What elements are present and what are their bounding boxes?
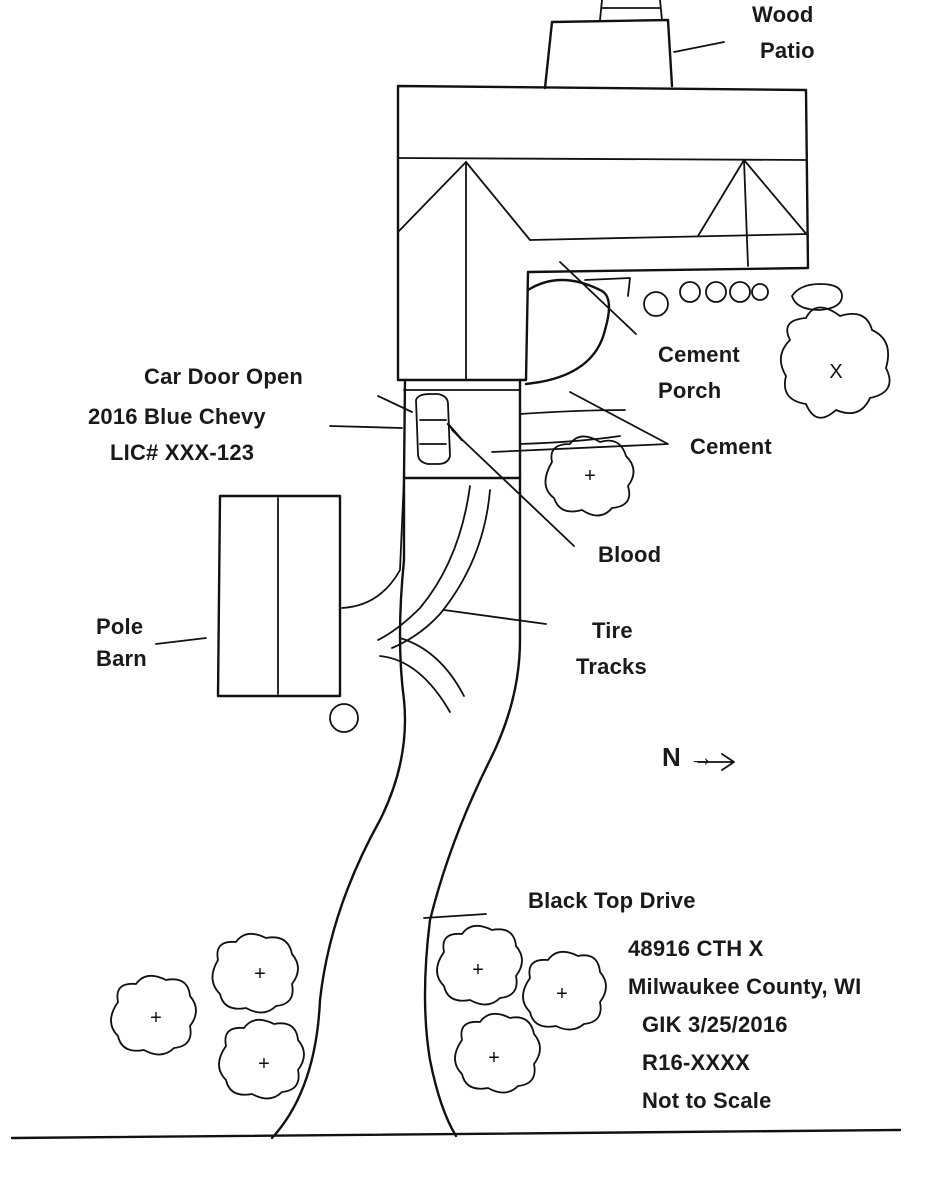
pole-barn-label-line2: Barn	[96, 646, 147, 671]
cement-label: Cement	[690, 434, 772, 459]
driveway	[270, 476, 522, 1140]
trees	[110, 306, 891, 1100]
tire-tracks-label-line1: Tire	[592, 618, 633, 643]
license-label: LIC# XXX-123	[110, 440, 255, 465]
pole-barn	[216, 477, 405, 698]
car-door-open-label: Car Door Open	[144, 364, 304, 389]
wood-patio	[543, 0, 725, 90]
bushes	[329, 281, 843, 733]
blood-label: Blood	[598, 542, 662, 567]
pole-barn-label-line1: Pole	[96, 614, 144, 639]
initials-date-text: GIK 3/25/2016	[642, 1012, 788, 1037]
cement-porch-label-line1: Cement	[658, 342, 740, 367]
ground-line	[10, 1128, 902, 1140]
shrub-mark: X	[829, 361, 842, 383]
leader-lines	[155, 391, 735, 919]
garage	[402, 378, 522, 480]
tree-mark: +	[556, 983, 568, 1005]
tree-mark: +	[584, 465, 596, 487]
wood-patio-label-line2: Patio	[760, 38, 815, 63]
cement-porch-label-line2: Porch	[658, 378, 722, 403]
address-text: 48916 CTH X	[628, 936, 764, 961]
tree-mark: +	[150, 1007, 162, 1029]
tree-mark: +	[254, 963, 266, 985]
wood-patio-label-line1: Wood	[752, 2, 814, 27]
tree-mark: +	[488, 1047, 500, 1069]
house	[396, 84, 810, 382]
tree-marks: X + + + + + + +	[150, 361, 843, 1075]
tree-mark: +	[258, 1053, 270, 1075]
black-top-drive-label: Black Top Drive	[528, 888, 696, 913]
north-arrow: N →	[662, 742, 715, 772]
tire-tracks-label-line2: Tracks	[576, 654, 647, 679]
tree-mark: +	[472, 959, 484, 981]
tire-tracks	[377, 485, 491, 713]
vehicle-label: 2016 Blue Chevy	[88, 404, 266, 429]
car	[415, 393, 464, 465]
porch	[519, 261, 637, 445]
case-number-text: R16-XXXX	[642, 1050, 750, 1075]
county-text: Milwaukee County, WI	[628, 974, 862, 999]
scale-note-text: Not to Scale	[642, 1088, 772, 1113]
